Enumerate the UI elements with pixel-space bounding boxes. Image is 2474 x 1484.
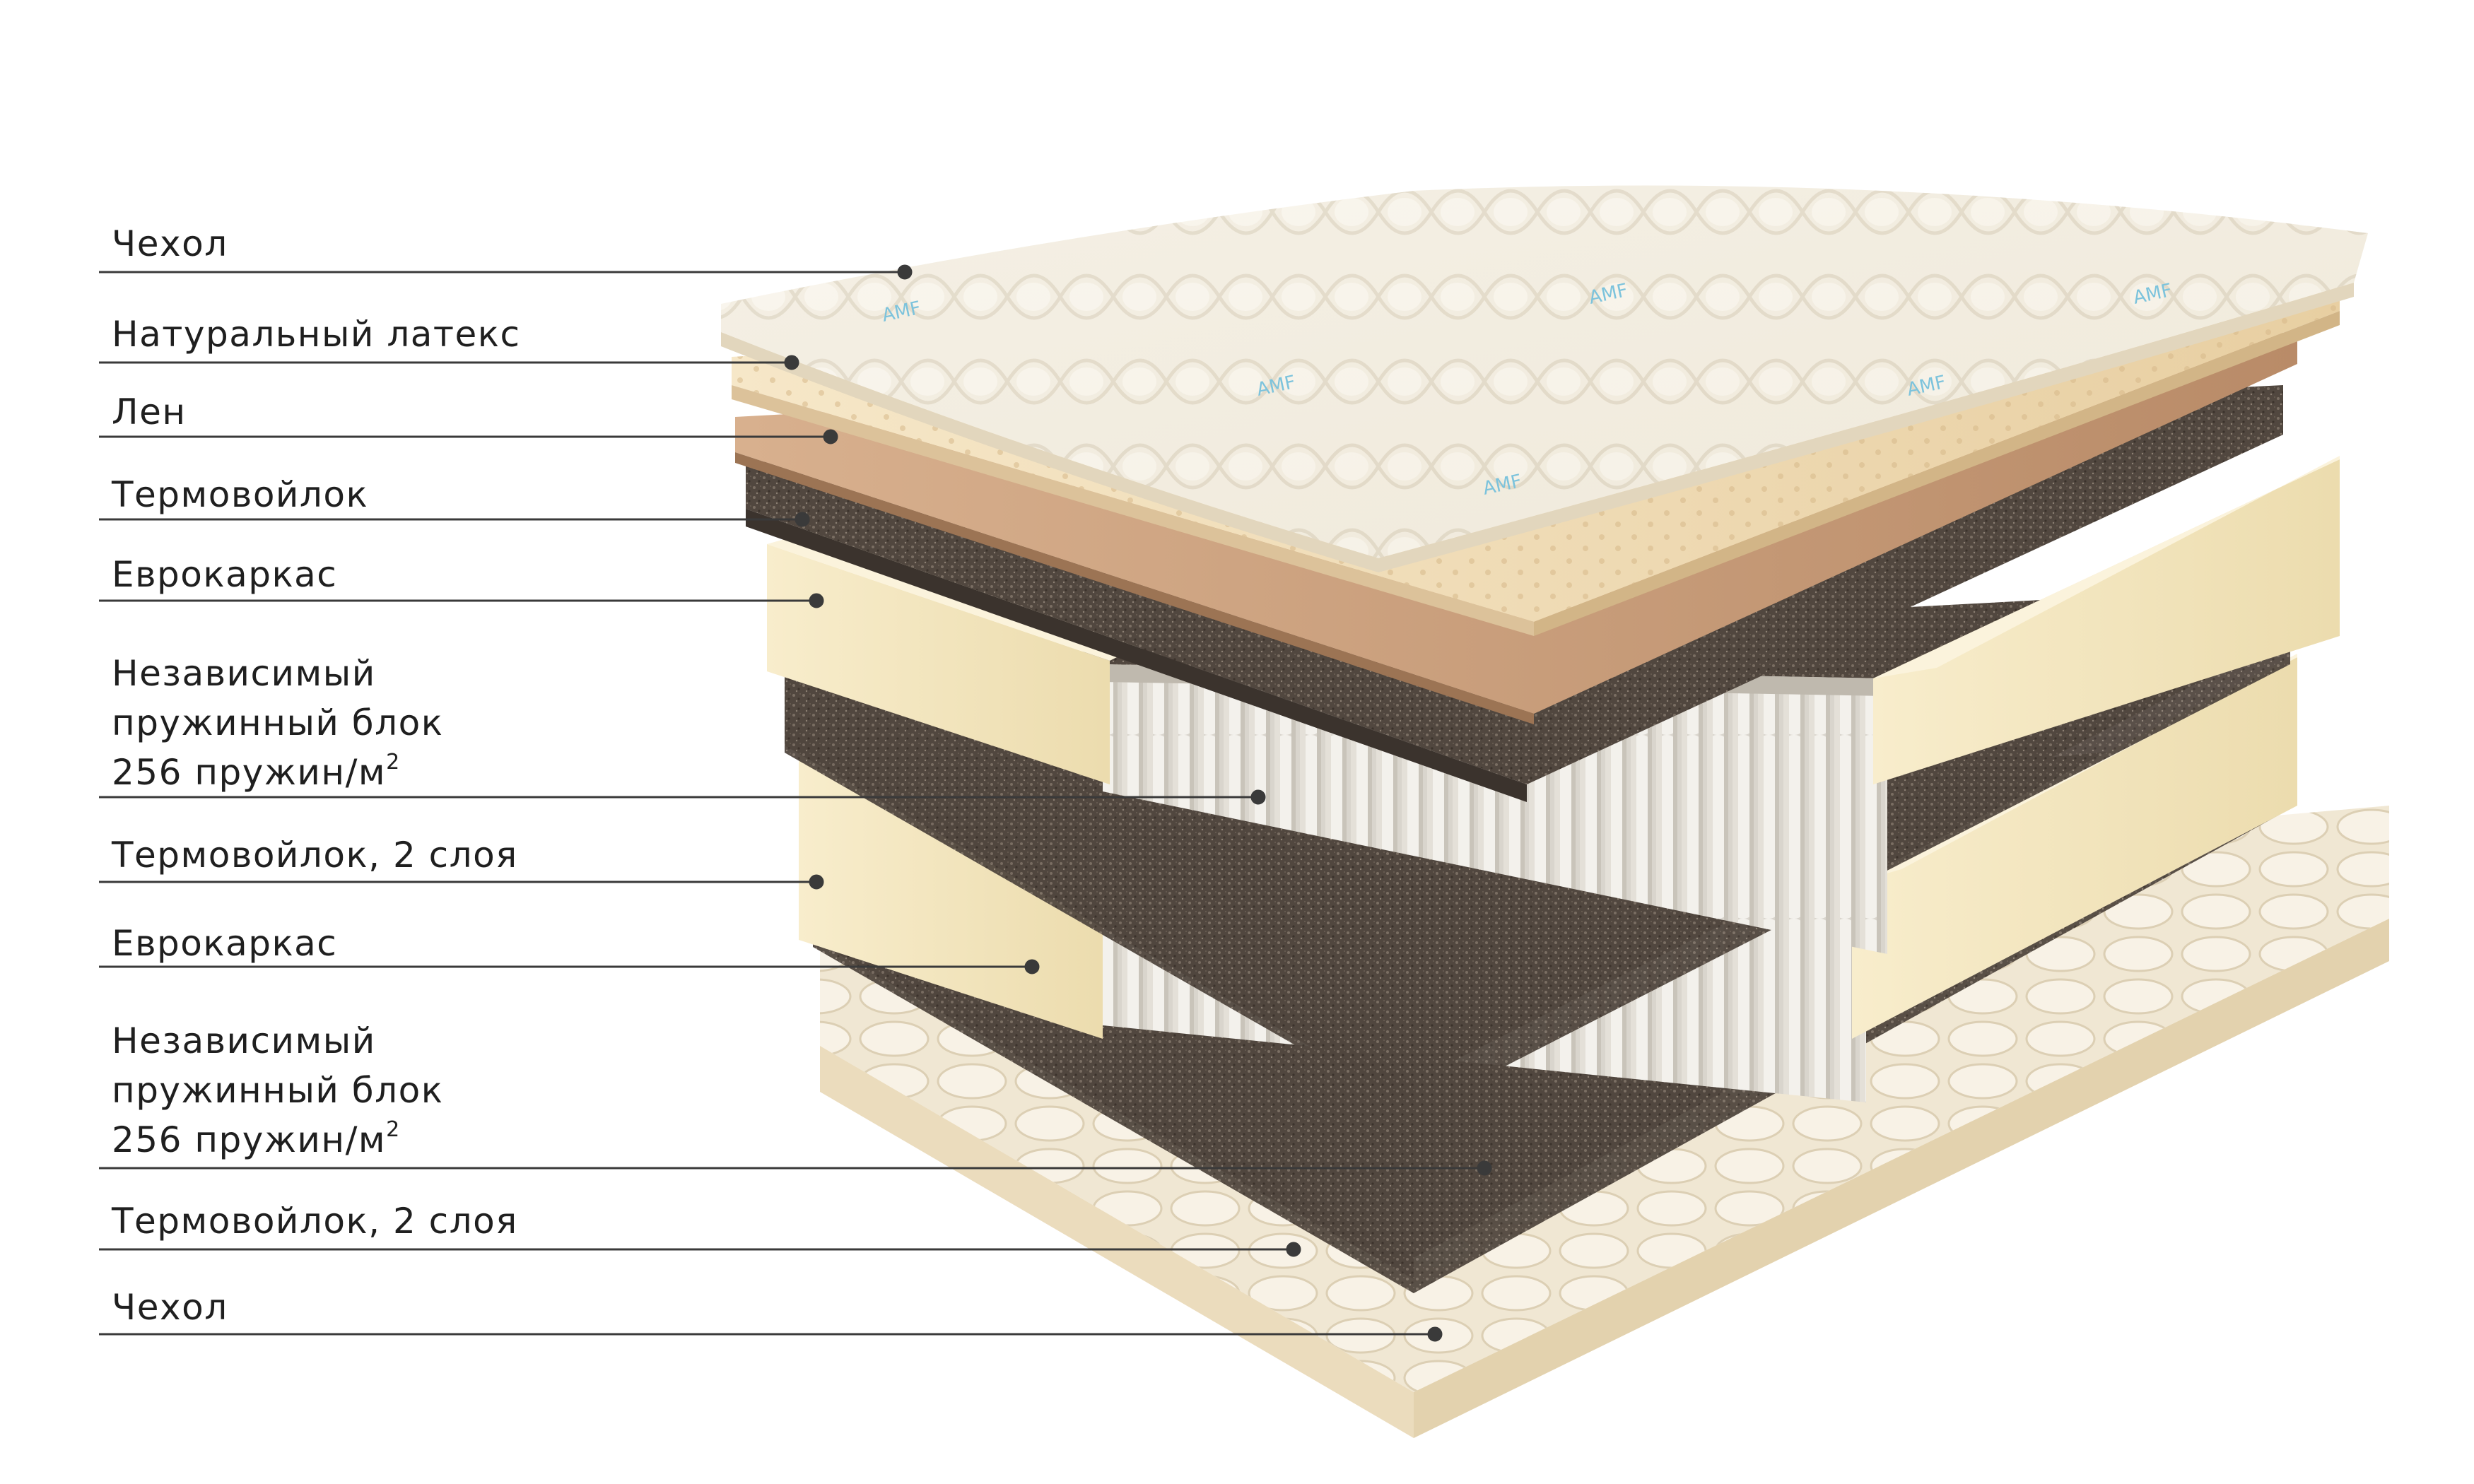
superscript: 2: [386, 750, 401, 775]
label-spring-block-upper: Независимый пружинный блок 256 пружин/м2: [112, 649, 606, 797]
label-natural-latex: Натуральный латекс: [112, 310, 606, 359]
leader-dot: [795, 512, 810, 527]
leader-lines: [99, 264, 1492, 1342]
label-spring-block-lower: Независимый пружинный блок 256 пружин/м2: [112, 1016, 606, 1165]
label-line: Независимый: [112, 653, 376, 694]
top-cover-layer: [721, 185, 2368, 572]
leader-dot: [809, 874, 824, 890]
label-line: Термовойлок, 2 слоя: [112, 835, 518, 876]
label-felt-top: Термовойлок: [112, 470, 606, 519]
superscript: 2: [386, 1117, 401, 1142]
label-euroframe-lower: Еврокаркас: [112, 919, 606, 968]
label-line: Термовойлок, 2 слоя: [112, 1201, 518, 1242]
leader-dot: [1024, 959, 1040, 974]
leader-dot: [809, 593, 824, 608]
label-line: 256 пружин/м2: [112, 748, 606, 797]
label-line: Еврокаркас: [112, 923, 338, 964]
leader-dot: [1427, 1326, 1443, 1342]
leader-dot: [897, 264, 913, 280]
leader-dot: [784, 355, 799, 370]
label-line: Термовойлок: [112, 474, 369, 515]
label-line: Лен: [112, 391, 187, 432]
leader-dot: [1477, 1160, 1492, 1176]
label-line: пружинный блок: [112, 1070, 444, 1111]
label-line: Натуральный латекс: [112, 314, 521, 355]
leader-dot: [823, 429, 838, 444]
label-line-text: 256 пружин/м: [112, 752, 387, 793]
label-euroframe-upper: Еврокаркас: [112, 550, 606, 599]
label-cover-bottom: Чехол: [112, 1283, 606, 1332]
label-line-text: 256 пружин/м: [112, 1119, 387, 1160]
label-felt-middle: Термовойлок, 2 слоя: [112, 830, 606, 880]
label-line: пружинный блок: [112, 702, 444, 743]
leader-dot: [1250, 789, 1266, 805]
label-line: Еврокаркас: [112, 554, 338, 595]
label-line: Чехол: [112, 1287, 228, 1328]
label-felt-lower: Термовойлок, 2 слоя: [112, 1196, 606, 1246]
label-line: Чехол: [112, 223, 228, 264]
label-line: Независимый: [112, 1020, 376, 1061]
label-cover-top: Чехол: [112, 219, 606, 269]
label-flax: Лен: [112, 387, 606, 437]
label-line: 256 пружин/м2: [112, 1115, 606, 1165]
leader-dot: [1286, 1242, 1301, 1257]
